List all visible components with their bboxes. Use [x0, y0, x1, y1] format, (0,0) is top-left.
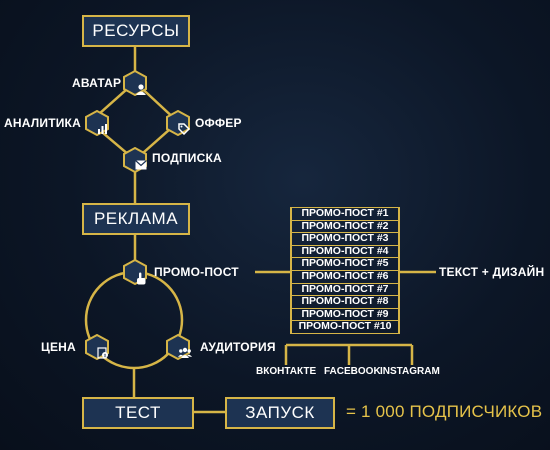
- test-box: ТЕСТ: [82, 397, 194, 429]
- network-vkontakte: ВКОНТАКТЕ: [256, 366, 317, 377]
- promo-post-item: ПРОМО-ПОСТ #7: [292, 283, 398, 297]
- offer-label: ОФФЕР: [195, 116, 242, 130]
- promo-post-item: ПРОМО-ПОСТ #5: [292, 258, 398, 271]
- price-node: $: [84, 334, 110, 360]
- result-text: = 1 000 ПОДПИСЧИКОВ: [346, 402, 543, 421]
- launch-label: ЗАПУСК: [245, 403, 315, 422]
- promo-post-node: [122, 259, 148, 285]
- svg-text:$: $: [104, 353, 107, 358]
- network-facebook: FACEBOOK: [324, 366, 381, 377]
- promo-post-item: ПРОМО-ПОСТ #4: [292, 245, 398, 259]
- ads-box: РЕКЛАМА: [82, 203, 190, 235]
- subscription-node: [122, 147, 148, 173]
- audience-label: АУДИТОРИЯ: [200, 340, 276, 354]
- network-instagram: INSTAGRAM: [380, 366, 440, 377]
- promo-post-label: ПРОМО-ПОСТ: [154, 265, 239, 279]
- price-label: ЦЕНА: [41, 340, 76, 354]
- subscription-label: ПОДПИСКА: [152, 151, 222, 165]
- promo-post-item: ПРОМО-ПОСТ #9: [292, 308, 398, 322]
- analytics-node: [84, 110, 110, 136]
- promo-post-item: ПРОМО-ПОСТ #2: [292, 220, 398, 234]
- launch-box: ЗАПУСК: [225, 397, 335, 429]
- analytics-label: АНАЛИТИКА: [4, 116, 81, 130]
- promo-post-item: ПРОМО-ПОСТ #8: [292, 296, 398, 309]
- resources-box: РЕСУРСЫ: [82, 15, 190, 47]
- promo-post-item: ПРОМО-ПОСТ #10: [292, 321, 398, 334]
- promo-post-item: ПРОМО-ПОСТ #1: [292, 207, 398, 221]
- text-design-label: ТЕКСТ + ДИЗАЙН: [439, 265, 545, 279]
- audience-node: [165, 334, 192, 360]
- ads-label: РЕКЛАМА: [93, 209, 179, 228]
- test-label: ТЕСТ: [115, 403, 161, 422]
- resources-label: РЕСУРСЫ: [92, 21, 180, 40]
- avatar-node: [122, 70, 148, 96]
- promo-post-item: ПРОМО-ПОСТ #6: [292, 270, 398, 284]
- offer-node: [165, 110, 191, 136]
- promo-post-item: ПРОМО-ПОСТ #3: [292, 233, 398, 246]
- avatar-label: АВАТАР: [72, 76, 122, 90]
